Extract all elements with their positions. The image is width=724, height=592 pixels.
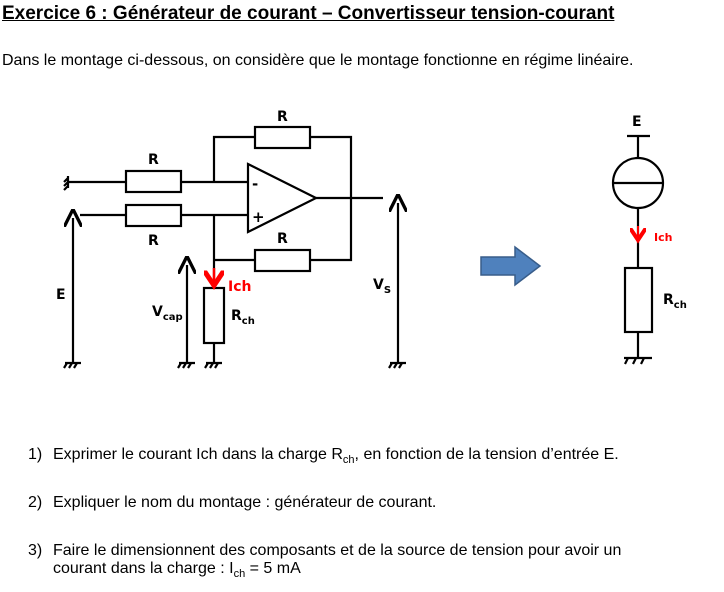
resistor-rch bbox=[202, 286, 226, 345]
exercise-title: Exercice 6 : Générateur de courant – Con… bbox=[2, 3, 615, 24]
label-e-eq: E bbox=[632, 114, 642, 130]
opamp-circuit bbox=[63, 125, 406, 369]
ground-icon bbox=[624, 332, 652, 365]
question-3: 3)Faire le dimensionnent des composants … bbox=[28, 542, 622, 581]
label-r-plus: R bbox=[148, 233, 159, 249]
label-vcap: Vcap bbox=[152, 304, 183, 323]
label-rch: Rch bbox=[231, 308, 255, 327]
question-2: 2)Expliquer le nom du montage : générate… bbox=[28, 494, 437, 511]
right-arrow-icon bbox=[480, 245, 542, 287]
label-rch-eq: Rch bbox=[663, 292, 687, 311]
label-r-left: R bbox=[148, 152, 159, 168]
label-r-top: R bbox=[277, 109, 288, 125]
label-ich: Ich bbox=[228, 279, 251, 295]
question-1: 1)Exprimer le courant Ich dans la charge… bbox=[28, 446, 619, 467]
resistor-r3 bbox=[253, 125, 312, 150]
equivalent-circuit bbox=[611, 134, 665, 365]
label-ich-eq: Ich bbox=[654, 231, 672, 244]
label-vs: VS bbox=[373, 277, 391, 296]
intro-text: Dans le montage ci-dessous, on considère… bbox=[2, 52, 634, 69]
resistor-r4 bbox=[253, 248, 312, 273]
label-e: E bbox=[56, 287, 66, 303]
label-plus: + bbox=[252, 208, 265, 226]
label-minus: - bbox=[252, 175, 258, 193]
ground-icons bbox=[63, 361, 406, 369]
opamp bbox=[246, 162, 319, 234]
resistor-r2 bbox=[124, 203, 183, 228]
resistor-rch-eq bbox=[623, 266, 654, 334]
resistor-r1 bbox=[124, 169, 183, 194]
label-r-bottom: R bbox=[277, 231, 288, 247]
